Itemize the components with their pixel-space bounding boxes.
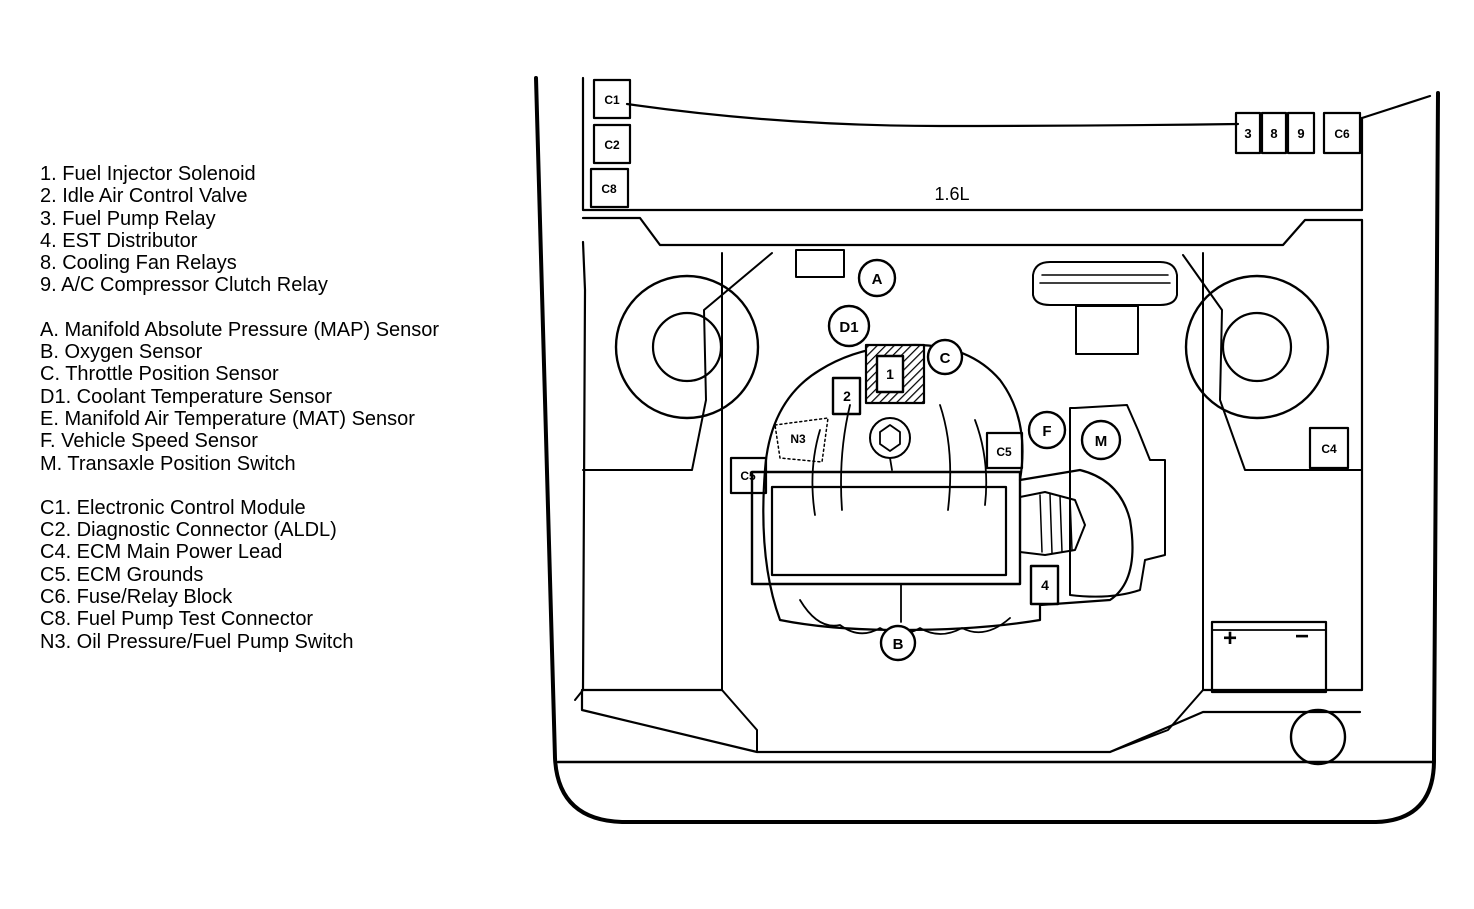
right-strut-tower-outer	[1184, 274, 1330, 420]
vehicle-body-outline	[534, 76, 1440, 824]
sensor-f-label: F	[1042, 423, 1051, 440]
legend-group-connectors: C1. Electronic Control Module C2. Diagno…	[40, 497, 510, 653]
transaxle-case	[1069, 404, 1166, 598]
right-strut-tower-inner	[1221, 311, 1293, 383]
relay-8-tag	[1260, 111, 1288, 155]
legend-group-sensors: A. Manifold Absolute Pressure (MAP) Sens…	[40, 319, 510, 475]
sensor-b-callout	[879, 624, 917, 662]
air-cleaner-housing	[750, 470, 1022, 586]
engine-size-label: 1.6L	[934, 184, 969, 204]
c4-label: C4	[1321, 442, 1337, 456]
sensor-m-callout	[1080, 419, 1122, 461]
c8-tag	[589, 167, 630, 209]
distributor-4-tag	[1029, 564, 1060, 606]
legend-item: C4. ECM Main Power Lead	[40, 541, 283, 564]
relay-3-tag	[1234, 111, 1262, 155]
battery-negative-label: −	[1295, 623, 1309, 650]
component-legend: 1. Fuel Injector Solenoid 2. Idle Air Co…	[40, 163, 510, 675]
engine-block	[762, 343, 1134, 632]
sensor-d1-label: D1	[839, 319, 858, 336]
c1-label: C1	[604, 93, 620, 107]
c5-left-tag	[729, 456, 768, 495]
c6-label: C6	[1334, 127, 1350, 141]
sensor-d1-callout	[827, 304, 871, 348]
legend-item: C2. Diagnostic Connector (ALDL)	[40, 519, 337, 542]
washer-reservoir	[1289, 708, 1347, 766]
sensor-b-label: B	[893, 636, 904, 653]
legend-item: C. Throttle Position Sensor	[40, 363, 279, 386]
relay-9-label: 9	[1297, 126, 1304, 141]
oil-pressure-switch-area	[774, 417, 829, 463]
sensor-f-callout	[1027, 410, 1067, 450]
relay-9-tag	[1286, 111, 1316, 155]
c4-tag	[1308, 426, 1350, 470]
legend-item: C5. ECM Grounds	[40, 563, 204, 586]
legend-item: B. Oxygen Sensor	[40, 341, 203, 364]
sensor-c-label: C	[940, 350, 951, 367]
legend-item: D1. Coolant Temperature Sensor	[40, 385, 333, 408]
sensor-a-callout	[857, 258, 897, 298]
legend-item: A. Manifold Absolute Pressure (MAP) Sens…	[40, 318, 440, 341]
injector-2-tag	[831, 376, 862, 416]
radiator-panel	[581, 76, 1364, 212]
c2-label: C2	[604, 138, 620, 152]
relay-8-label: 8	[1270, 126, 1277, 141]
cowl-panel	[581, 216, 1364, 247]
c5-right-tag	[985, 431, 1024, 470]
legend-item: 1. Fuel Injector Solenoid	[40, 163, 256, 185]
left-strut-tower-outer	[614, 274, 760, 420]
legend-item: M. Transaxle Position Switch	[40, 452, 296, 475]
battery-positive-label: +	[1223, 625, 1237, 652]
legend-item: 4. EST Distributor	[40, 229, 198, 252]
right-fender-well	[1201, 218, 1364, 692]
left-strut-tower-inner	[651, 311, 723, 383]
battery	[1210, 620, 1328, 694]
legend-item: C1. Electronic Control Module	[40, 496, 306, 519]
air-cleaner-filter	[770, 485, 1008, 577]
legend-item: 9. A/C Compressor Clutch Relay	[40, 274, 328, 297]
legend-item: E. Manifold Air Temperature (MAT) Sensor	[40, 407, 415, 430]
sensor-c-callout	[926, 338, 964, 376]
c1-tag	[592, 78, 632, 120]
distributor-4-label: 4	[1041, 577, 1049, 593]
legend-item: C8. Fuel Pump Test Connector	[40, 608, 314, 631]
legend-item: F. Vehicle Speed Sensor	[40, 430, 258, 453]
injector-2-label: 2	[843, 388, 851, 404]
brake-master-cylinder	[1075, 305, 1139, 355]
oil-filler-cap	[869, 417, 911, 459]
c8-label: C8	[601, 182, 617, 196]
c6-tag	[1322, 111, 1362, 155]
map-sensor-housing	[795, 249, 845, 278]
injector-1-label: 1	[886, 366, 894, 382]
n3-label: N3	[790, 432, 806, 446]
radiator-top-curve	[625, 102, 1240, 128]
injector-1-tag	[875, 354, 905, 394]
brake-fluid-reservoir	[1032, 261, 1178, 306]
left-fender-well	[581, 240, 724, 692]
legend-item: C6. Fuse/Relay Block	[40, 586, 233, 609]
legend-item: N3. Oil Pressure/Fuel Pump Switch	[40, 630, 354, 653]
c5-right-label: C5	[996, 445, 1012, 459]
legend-item: 3. Fuel Pump Relay	[40, 207, 216, 230]
legend-item: 8. Cooling Fan Relays	[40, 252, 237, 275]
c2-tag	[592, 123, 632, 165]
sensor-a-label: A	[872, 271, 883, 288]
legend-item: 2. Idle Air Control Valve	[40, 185, 248, 208]
sensor-m-label: M	[1095, 433, 1108, 450]
c5-left-label: C5	[740, 469, 756, 483]
engine-bay-floor	[580, 688, 1362, 754]
legend-group-components: 1. Fuel Injector Solenoid 2. Idle Air Co…	[40, 163, 510, 297]
relay-3-label: 3	[1244, 126, 1251, 141]
